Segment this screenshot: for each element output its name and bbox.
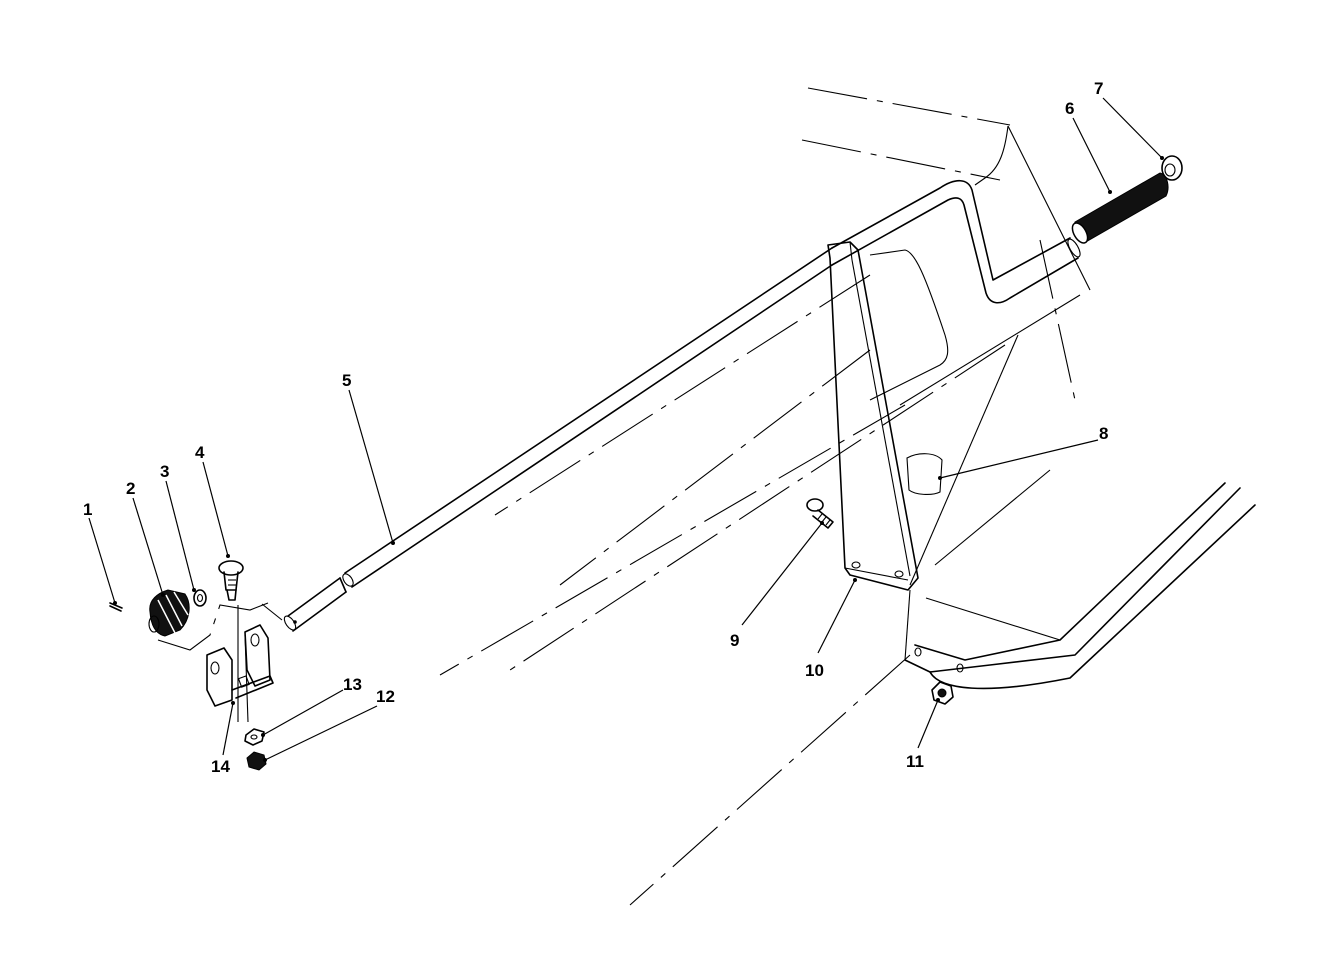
callout-11: 11: [906, 752, 924, 771]
nut-part-11: [931, 681, 954, 705]
leader-9: [741, 522, 823, 626]
leader-14: [222, 702, 234, 756]
handle-grip-part-6: [1071, 172, 1169, 244]
leader-5: [348, 389, 394, 544]
leader-8: [939, 439, 1099, 479]
leader-4: [202, 461, 229, 557]
support-bracket-part-10: [827, 241, 919, 591]
callout-6: 6: [1065, 99, 1074, 118]
leader-10: [817, 579, 856, 654]
leader-1: [88, 517, 116, 604]
callout-3: 3: [160, 462, 169, 481]
callout-9: 9: [730, 631, 739, 650]
leader-13: [262, 689, 344, 736]
end-cap-part-7: [1161, 155, 1183, 181]
leader-2: [132, 497, 164, 596]
rod-part-5: [283, 179, 1081, 632]
bolt-part-9: [806, 498, 834, 529]
spring-assembly: [109, 560, 283, 771]
callout-5: 5: [342, 371, 351, 390]
callout-2: 2: [126, 479, 135, 498]
callout-14: 14: [211, 757, 230, 776]
leader-11: [917, 699, 939, 749]
callout-8: 8: [1099, 424, 1108, 443]
callout-13: 13: [343, 675, 362, 694]
leader-lines: [88, 97, 1164, 762]
callout-12: 12: [376, 687, 395, 706]
callout-labels: 1 2 3 4 5 6 7 8 9 10 11 12 13 14: [83, 79, 1108, 776]
callout-1: 1: [83, 500, 92, 519]
callout-10: 10: [805, 661, 824, 680]
leader-7: [1102, 97, 1163, 159]
callout-7: 7: [1094, 79, 1103, 98]
leader-3: [165, 480, 195, 591]
mower-housing-outline: [439, 87, 1091, 906]
leader-6: [1072, 117, 1111, 193]
callout-4: 4: [195, 443, 205, 462]
frame-tube: [904, 482, 1256, 690]
leader-12: [264, 705, 378, 761]
decal-part-8: [906, 453, 943, 495]
